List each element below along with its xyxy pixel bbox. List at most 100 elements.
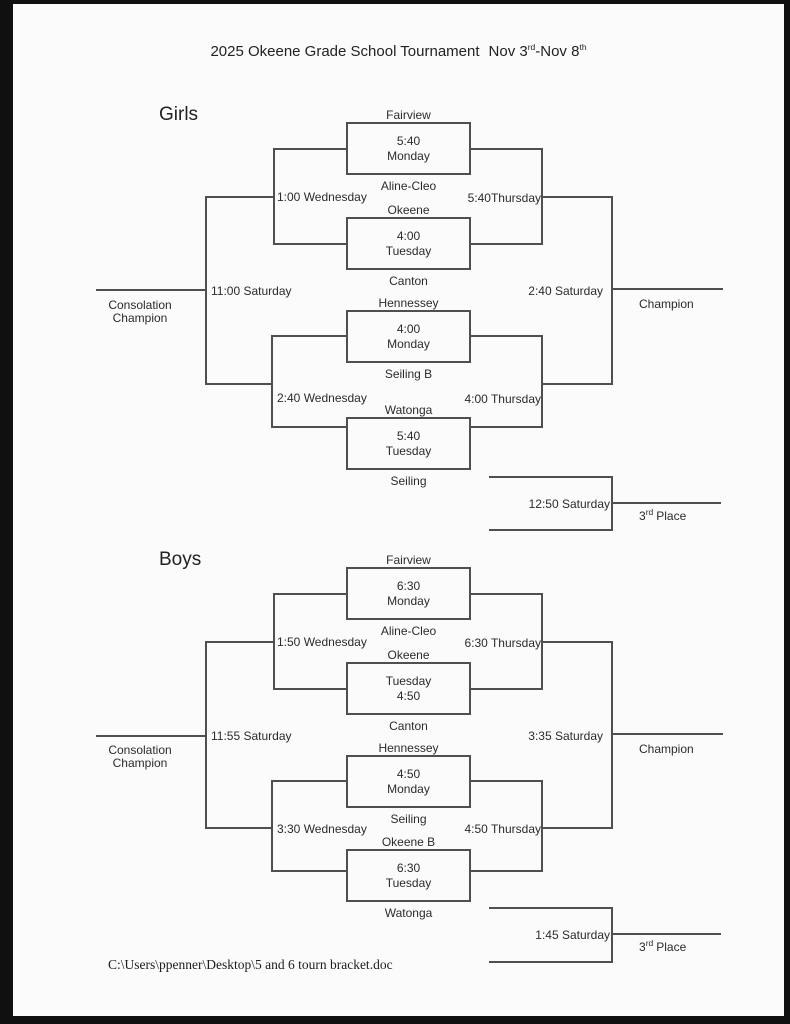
bracket-line [611,502,721,504]
bracket-line [469,148,542,150]
title-main: 2025 Okeene Grade School Tournament [210,43,480,60]
consolation-champion-line1: Consolation [108,298,172,312]
team-name: Okeene B [381,835,436,849]
bracket-line [611,641,613,829]
bracket-line [469,243,542,245]
consolation-semi-time: 2:40 Wednesday [277,391,367,405]
bracket-line [271,335,273,428]
bracket-line [96,735,205,737]
consolation-champion-label: Consolation Champion [90,744,190,770]
team-name: Hennessey [378,296,439,310]
game-box: 4:00 Tuesday [346,217,471,270]
champion-label: Champion [639,297,694,311]
consolation-final-time: 11:55 Saturday [211,729,292,743]
third-place-rest: Place [656,509,687,523]
bracket-line [541,335,543,428]
title-date-part2: -Nov 8 [535,43,580,60]
team-name: Fairview [386,108,431,122]
game-time-line2: 4:50 [396,688,421,703]
title-date-sup1: rd [527,42,536,52]
championship-semi-time: 6:30 Thursday [464,636,542,650]
game-box: 4:00 Monday [346,310,471,363]
championship-final-time: 2:40 Saturday [528,284,603,298]
bracket-line [273,148,348,150]
championship-semi-time: 4:50 Thursday [464,822,542,836]
team-name: Hennessey [378,741,439,755]
bracket-line [273,688,348,690]
bracket-line [273,243,348,245]
bracket-line [541,780,543,872]
bracket-line [469,870,542,872]
game-time-line1: 5:40 [396,133,421,148]
bracket-line [611,907,613,963]
game-time-line2: Tuesday [385,443,432,458]
team-name: Aline-Cleo [380,624,437,638]
third-place-num: 3 [639,940,646,954]
team-name: Canton [389,274,428,288]
team-name: Seiling B [384,367,433,381]
document-title: 2025 Okeene Grade School Tournament Nov 3… [13,43,784,60]
bracket-line [541,196,613,198]
bracket-line [489,476,613,478]
bracket-line [271,426,348,428]
bracket-line [271,335,348,337]
title-date-sup2: th [579,42,587,52]
consolation-champion-line2: Champion [112,756,168,770]
consolation-semi-time: 1:50 Wednesday [277,635,367,649]
game-box: 6:30 Tuesday [346,849,471,902]
team-name: Aline-Cleo [380,179,437,193]
consolation-champion-line1: Consolation [108,743,172,757]
team-name: Fairview [386,553,431,567]
team-name: Watonga [384,403,433,417]
bracket-line [205,383,273,385]
game-time-line1: 5:40 [396,428,421,443]
champion-label: Champion [639,742,694,756]
third-place-time: 12:50 Saturday [528,497,610,511]
bracket-line [469,593,542,595]
bracket-line [611,196,613,385]
third-place-sup: rd [645,507,654,517]
bracket-line [271,780,273,872]
game-time-line1: 4:00 [396,228,421,243]
bracket-line [205,641,207,829]
consolation-champion-line2: Champion [112,311,168,325]
bracket-line [469,335,542,337]
team-name: Watonga [384,906,433,920]
bracket-line [469,780,542,782]
bracket-line [489,907,613,909]
bracket-line [489,529,613,531]
consolation-final-time: 11:00 Saturday [211,284,292,298]
game-box: 6:30 Monday [346,567,471,620]
team-name: Okeene [387,203,430,217]
game-box: 5:40 Tuesday [346,417,471,470]
game-time-line1: Tuesday [385,673,432,688]
bracket-line [611,288,723,290]
game-box: 4:50 Monday [346,755,471,808]
bracket-line [541,641,613,643]
game-time-line2: Monday [387,593,430,608]
bracket-line [469,688,542,690]
game-time-line1: 4:00 [396,321,421,336]
file-path: C:\Users\ppenner\Desktop\5 and 6 tourn b… [108,957,393,972]
bracket-line [205,827,273,829]
game-time-line1: 4:50 [396,766,421,781]
bracket-line [541,827,613,829]
bracket-line [611,933,721,935]
document-page: 2025 Okeene Grade School Tournament Nov 3… [13,4,784,1016]
game-time-line1: 6:30 [396,860,421,875]
boys-section-header: Boys [159,549,202,570]
bracket-line [469,426,542,428]
bracket-line [205,641,275,643]
team-name: Seiling [390,812,427,826]
bracket-line [271,780,348,782]
team-name: Okeene [387,648,430,662]
game-time-line2: Monday [387,336,430,351]
title-date-part1: Nov 3 [488,43,528,60]
third-place-rest: Place [656,940,687,954]
game-time-line2: Tuesday [385,243,432,258]
game-box: 5:40 Monday [346,122,471,175]
game-time-line2: Monday [387,148,430,163]
